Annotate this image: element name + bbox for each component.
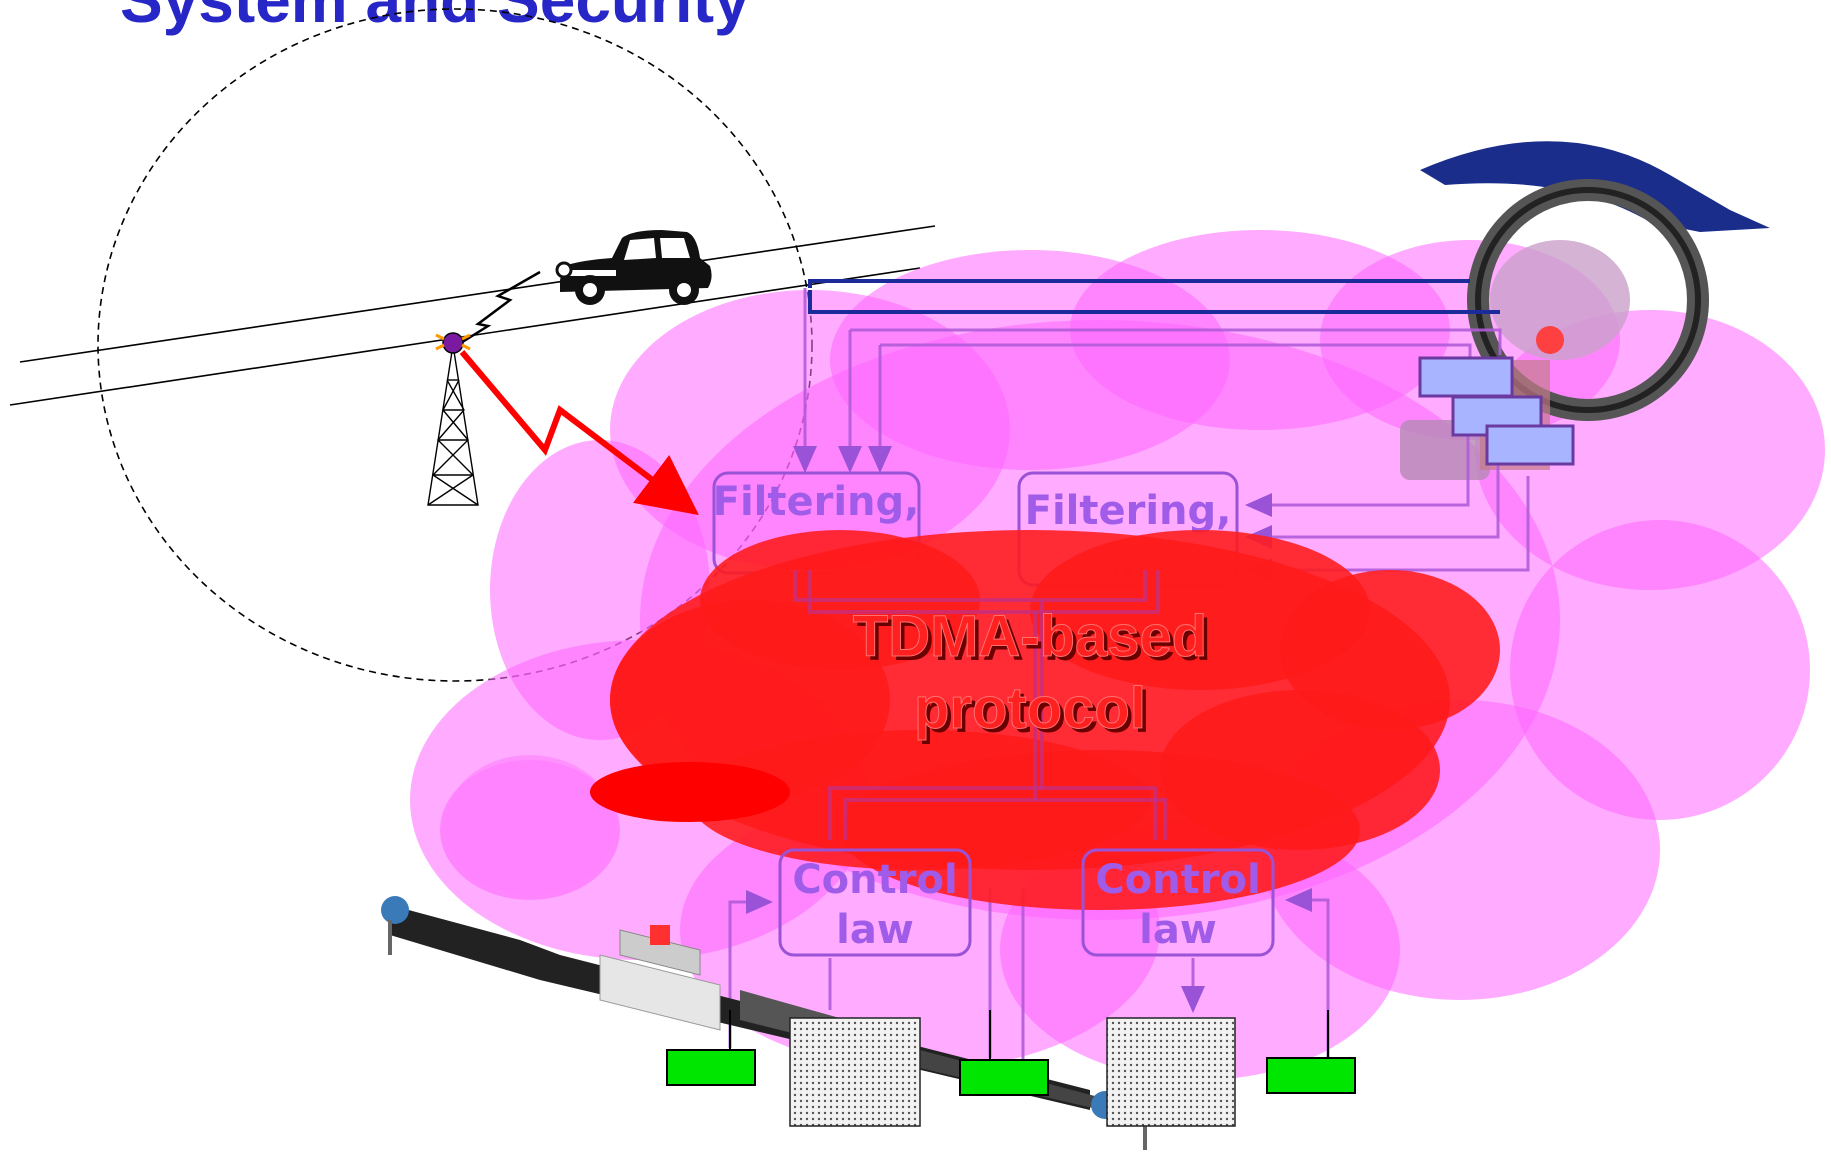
green-sensor-1 [666, 1049, 756, 1086]
control-law-box-left-line2: law [836, 907, 914, 953]
protocol-label-line2: protocol [914, 676, 1146, 741]
radio-tower-icon [427, 332, 479, 506]
actuator-box-right [1106, 1017, 1236, 1127]
sensor-box-3 [1485, 424, 1575, 466]
protocol-label-shadow-2: protocol [918, 680, 1150, 745]
page-title: System and Security [120, 0, 750, 36]
control-law-box-right-line2: law [1139, 907, 1217, 953]
protocol-label-shadow-1: TDMA-based [857, 608, 1211, 673]
blue-sensor-wires [808, 279, 1500, 314]
green-sensor-3 [1266, 1057, 1356, 1094]
lightning-link-icon [455, 270, 541, 348]
sensor-box-1 [1418, 356, 1514, 398]
actuator-box-left [789, 1017, 921, 1127]
protocol-label-line1: TDMA-based [853, 604, 1207, 669]
vintage-car-icon [555, 230, 712, 305]
filtering-box-left-line1: Filtering, [713, 479, 920, 525]
actuator-boxes [789, 1017, 1236, 1127]
bus-lines-in-cloud [793, 570, 1167, 840]
control-law-box-right-line1: Control [1095, 857, 1260, 903]
control-law-box-left-line1: Control [792, 857, 957, 903]
filtering-box-right-line1: Filtering, [1025, 488, 1232, 534]
green-sensor-boxes [666, 1049, 1356, 1096]
control-law-box-right: Control law [1081, 848, 1275, 957]
green-sensor-wires [729, 1010, 1329, 1060]
steering-sensor-boxes [1418, 356, 1575, 466]
control-law-box-left: Control law [778, 848, 972, 957]
green-sensor-2 [959, 1059, 1049, 1096]
red-cloud-tail [590, 762, 790, 822]
wireless-signal-arrow [459, 350, 699, 516]
protocol-label: TDMA-based TDMA-based protocol protocol [852, 604, 1211, 746]
pink-cloud-lobe [445, 755, 615, 895]
